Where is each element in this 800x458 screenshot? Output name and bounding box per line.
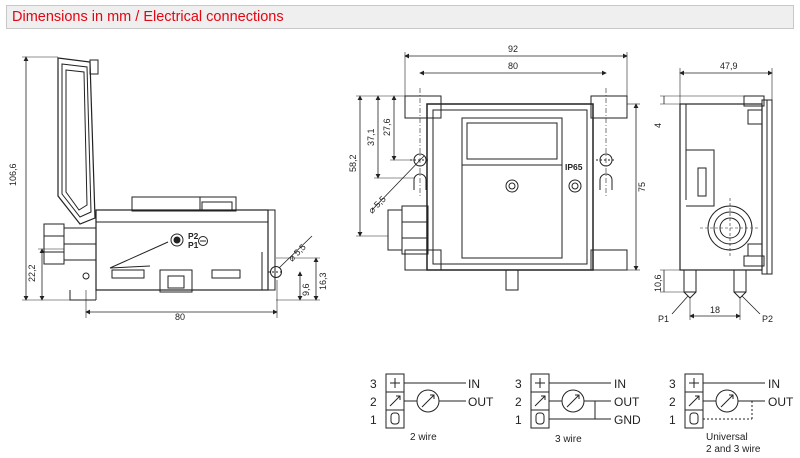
side-view-labels: 106,6 22,2 80 ⌀ 5,5 9,6 16,3 P2 P1 xyxy=(8,163,328,322)
end-dim-top: 4 xyxy=(653,123,663,128)
end-dim-bottom: 10,6 xyxy=(653,274,663,292)
universal-terminal-2: 2 xyxy=(669,395,676,409)
section-title: Dimensions in mm / Electrical connection… xyxy=(12,9,284,25)
end-view-labels: 47,9 4 10,6 18 P1 P2 xyxy=(653,61,773,324)
wiring-diagram-3wire: 3 2 1 IN OUT GND 3 wire xyxy=(515,373,641,445)
wire3-label-out: OUT xyxy=(614,395,640,409)
front-dim-left-a: 58,2 xyxy=(348,154,358,172)
wire2-label-out: OUT xyxy=(468,395,494,409)
end-view xyxy=(660,68,773,320)
wire3-caption: 3 wire xyxy=(555,434,582,445)
section-header: Dimensions in mm / Electrical connection… xyxy=(6,5,794,29)
wire2-terminal-1: 1 xyxy=(370,413,377,427)
side-dim-width: 80 xyxy=(175,312,185,322)
front-view xyxy=(356,52,640,291)
universal-caption-2: 2 and 3 wire xyxy=(706,444,761,455)
wire2-caption: 2 wire xyxy=(410,432,437,443)
end-port-p1: P1 xyxy=(658,314,669,324)
side-dim-height: 106,6 xyxy=(8,163,18,186)
wire3-terminal-3: 3 xyxy=(515,377,522,391)
side-port-p1: P1 xyxy=(188,240,199,250)
wire3-terminal-2: 2 xyxy=(515,395,522,409)
side-dim-left-low: 22,2 xyxy=(27,264,37,282)
universal-caption: Universal xyxy=(706,432,748,443)
front-view-labels: 92 80 75 58,2 37,1 27,6 ⌀ 5,5 IP65 xyxy=(348,44,647,215)
wiring-diagram-universal: 3 2 1 IN OUT Universal 2 and 3 wire xyxy=(669,373,794,455)
end-dim-width: 47,9 xyxy=(720,61,738,71)
side-view xyxy=(22,56,320,318)
front-dim-left-b: 37,1 xyxy=(366,128,376,146)
end-port-p2: P2 xyxy=(762,314,773,324)
universal-terminal-3: 3 xyxy=(669,377,676,391)
side-dim-right-b: 16,3 xyxy=(318,272,328,290)
universal-terminal-1: 1 xyxy=(669,413,676,427)
front-dim-height: 75 xyxy=(637,182,647,192)
wire3-label-gnd: GND xyxy=(614,413,641,427)
side-dim-hole: ⌀ 5,5 xyxy=(286,242,308,264)
wiring-diagram-2wire: 3 2 1 IN OUT 2 wire xyxy=(370,373,494,443)
wire2-terminal-3: 3 xyxy=(370,377,377,391)
wire2-terminal-2: 2 xyxy=(370,395,377,409)
front-dim-left-c: 27,6 xyxy=(382,118,392,136)
wire3-terminal-1: 1 xyxy=(515,413,522,427)
ip-rating-label: IP65 xyxy=(565,162,583,172)
front-dim-outer-width: 92 xyxy=(508,44,518,54)
wire2-label-in: IN xyxy=(468,377,480,391)
end-dim-port-spacing: 18 xyxy=(710,305,720,315)
side-port-p2: P2 xyxy=(188,231,199,241)
wire3-label-in: IN xyxy=(614,377,626,391)
universal-label-in: IN xyxy=(768,377,780,391)
universal-label-out: OUT xyxy=(768,395,794,409)
front-dim-inner-width: 80 xyxy=(508,61,518,71)
side-dim-right-a: 9,6 xyxy=(301,283,311,296)
